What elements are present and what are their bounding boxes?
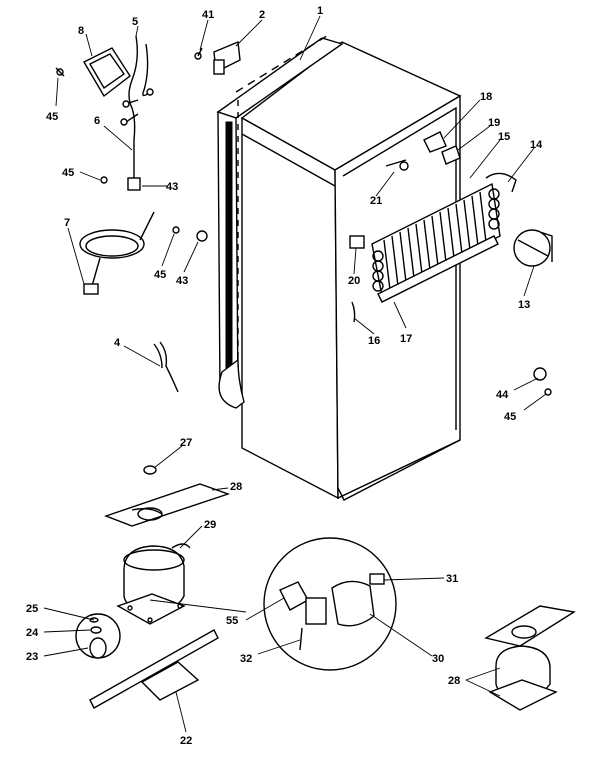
- label-29: 29: [204, 519, 216, 531]
- label-32: 32: [240, 653, 252, 665]
- label-45-right: 45: [504, 411, 516, 423]
- part-22-base-rail: [89, 629, 219, 709]
- part-8-bracket: [83, 47, 131, 98]
- label-18: 18: [480, 91, 492, 103]
- label-45-mid: 45: [62, 167, 74, 179]
- leader-lines: [43, 15, 547, 733]
- label-28: 28: [448, 675, 460, 687]
- label-14: 14: [530, 139, 543, 151]
- label-2: 2: [259, 9, 265, 21]
- part-13-detail: [513, 229, 553, 267]
- screws-45: [55, 67, 552, 396]
- label-24: 24: [26, 627, 39, 639]
- label-25: 25: [26, 603, 38, 615]
- part-7-power-cord: [79, 211, 155, 295]
- label-27: 27: [180, 437, 192, 449]
- part-26-drain-pan: [103, 483, 231, 527]
- label-43-upper: 43: [166, 181, 178, 193]
- label-5: 5: [132, 16, 138, 28]
- relay-detail: [263, 537, 397, 671]
- label-16: 16: [368, 335, 380, 347]
- part-5-6-wire-harness: [120, 35, 154, 191]
- label-13: 13: [518, 299, 530, 311]
- part-29-compressor: [116, 543, 191, 625]
- label-23: 23: [26, 651, 38, 663]
- label-45-top: 45: [46, 111, 58, 123]
- label-8: 8: [78, 25, 84, 37]
- clamps-43: [196, 230, 547, 381]
- label-4: 4: [114, 337, 121, 349]
- label-26: 28: [230, 481, 242, 493]
- label-44: 44: [496, 389, 509, 401]
- condenser-assembly: [349, 131, 517, 323]
- part-28-assembly: [484, 605, 576, 711]
- part-4-drain-tube: [153, 341, 179, 393]
- label-19: 19: [488, 117, 500, 129]
- callout-labels: 1 2 41 5 8 45 6 45 43 7 45 43 4 18 19 15…: [26, 5, 543, 747]
- part-27-grommet: [143, 465, 157, 475]
- label-45-low: 45: [154, 269, 166, 281]
- label-7: 7: [64, 217, 70, 229]
- label-31: 31: [446, 573, 458, 585]
- part-2-bracket: [213, 40, 241, 75]
- label-15: 15: [498, 131, 510, 143]
- part-41-screw: [194, 47, 203, 60]
- label-20: 20: [348, 275, 360, 287]
- label-41: 41: [202, 9, 214, 21]
- grommet-detail: [75, 613, 121, 659]
- label-1: 1: [317, 5, 323, 17]
- label-43-lower: 43: [176, 275, 188, 287]
- label-55: 55: [226, 615, 238, 627]
- label-21: 21: [370, 195, 382, 207]
- door-gasket: [216, 33, 344, 409]
- label-22: 22: [180, 735, 192, 747]
- label-30: 30: [432, 653, 444, 665]
- label-17: 17: [400, 333, 412, 345]
- cabinet: [240, 41, 462, 501]
- label-6: 6: [94, 115, 100, 127]
